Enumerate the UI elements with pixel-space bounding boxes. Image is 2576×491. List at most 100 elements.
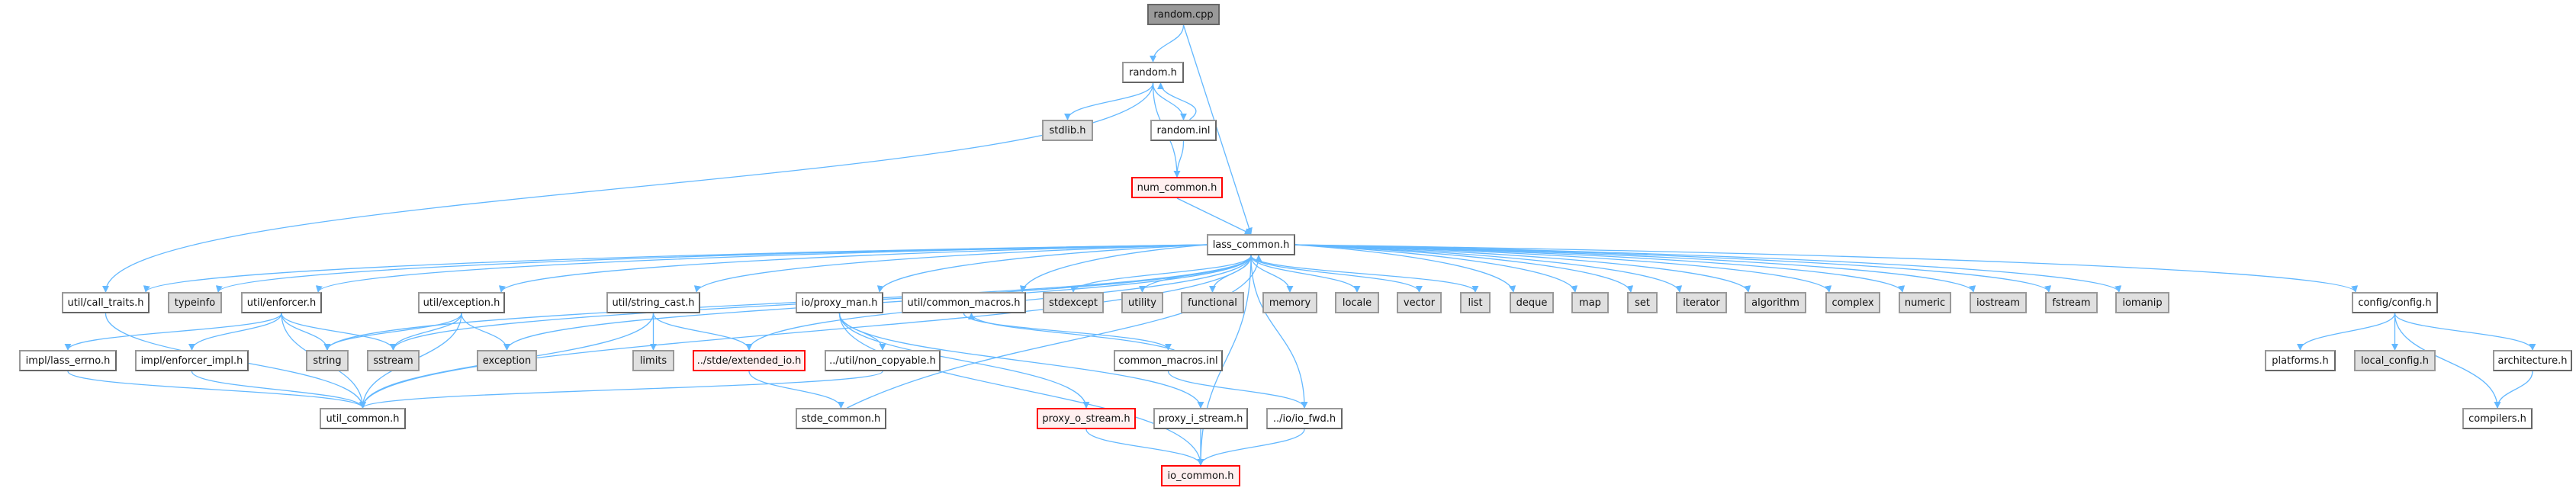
node-label: proxy_o_stream.h [1042, 412, 1130, 425]
edge-proxy_man-to-proxy_o_stream [838, 313, 1090, 409]
node-string-cast[interactable]: util/string_cast.h [606, 292, 700, 313]
node-label: list [1468, 297, 1483, 309]
node-local-config[interactable]: local_config.h [2354, 350, 2436, 371]
edge-random_cpp-to-random_h [1149, 24, 1185, 63]
edge-lass_common-to-deque [1294, 244, 1516, 293]
edge-lass_common-to-numeric [1294, 244, 1905, 293]
node-extended-io[interactable]: ../stde/extended_io.h [693, 350, 806, 371]
node-compilers[interactable]: compilers.h [2462, 408, 2533, 429]
node-vector[interactable]: vector [1397, 292, 1442, 313]
edge-enforcer-to-sstream [281, 313, 397, 351]
node-fstream[interactable]: fstream [2045, 292, 2098, 313]
node-platforms[interactable]: platforms.h [2265, 350, 2336, 371]
node-iostream[interactable]: iostream [1970, 292, 2027, 313]
node-enforcer[interactable]: util/enforcer.h [241, 292, 322, 313]
edge-lass_common-to-set [1294, 244, 1634, 293]
edge-stde_common-to-lass_common [847, 255, 1262, 409]
edge-exception_h-to-string [323, 313, 462, 351]
node-random-h[interactable]: random.h [1122, 62, 1184, 83]
edge-extended_io-to-stde_common [748, 371, 845, 409]
edge-lass_common-to-memory [1250, 255, 1294, 293]
edge-lass_common-to-typeinfo [216, 244, 1208, 293]
node-stdlib-h[interactable]: stdlib.h [1042, 120, 1093, 141]
node-random-cpp[interactable]: random.cpp [1147, 4, 1220, 25]
edge-lass_common-to-io_fwd [1250, 255, 1308, 409]
edge-lass_common-to-string_cast [693, 244, 1208, 293]
node-architecture[interactable]: architecture.h [2493, 350, 2572, 371]
node-complex[interactable]: complex [1825, 292, 1880, 313]
node-exception-h[interactable]: util/exception.h [418, 292, 505, 313]
node-lass-common[interactable]: lass_common.h [1207, 234, 1295, 255]
node-io-fwd[interactable]: ../io/io_fwd.h [1266, 408, 1343, 429]
node-label: util/enforcer.h [246, 297, 317, 309]
edge-lass_common-to-config [1294, 244, 2358, 293]
edge-lass_common-to-list [1250, 255, 1479, 293]
node-label: io_common.h [1167, 470, 1234, 482]
edge-random_inl-to-random_h [1156, 82, 1197, 120]
node-functional[interactable]: functional [1181, 292, 1244, 313]
node-enforcer-impl[interactable]: impl/enforcer_impl.h [135, 350, 249, 371]
edge-lass_common-to-iomanip [1294, 244, 2121, 293]
node-proxy-i-stream[interactable]: proxy_i_stream.h [1153, 408, 1248, 429]
node-label: num_common.h [1137, 181, 1217, 194]
edge-common_macros-to-common_macros_inl [963, 313, 1172, 351]
node-label: map [1579, 297, 1601, 309]
node-non-copyable[interactable]: ../util/non_copyable.h [825, 350, 941, 371]
node-iterator[interactable]: iterator [1676, 292, 1727, 313]
edge-proxy_o_stream-to-io_common [1085, 428, 1204, 466]
node-deque[interactable]: deque [1510, 292, 1554, 313]
edge-string_cast-to-extended_io [652, 313, 753, 351]
edge-config-to-compilers [2394, 313, 2501, 409]
node-memory[interactable]: memory [1262, 292, 1317, 313]
node-label: ../stde/extended_io.h [696, 355, 802, 367]
node-typeinfo[interactable]: typeinfo [168, 292, 222, 313]
node-lass-errno[interactable]: impl/lass_errno.h [19, 350, 117, 371]
node-label: util/common_macros.h [907, 297, 1021, 309]
edge-lass_common-to-vector [1250, 255, 1423, 293]
node-label: utility [1128, 297, 1156, 309]
node-algorithm[interactable]: algorithm [1745, 292, 1806, 313]
node-exception[interactable]: exception [477, 350, 537, 371]
node-map[interactable]: map [1571, 292, 1609, 313]
node-limits[interactable]: limits [632, 350, 674, 371]
node-random-inl[interactable]: random.inl [1150, 120, 1217, 141]
edge-enforcer-to-lass_errno [64, 313, 282, 351]
node-list[interactable]: list [1460, 292, 1491, 313]
node-set[interactable]: set [1627, 292, 1658, 313]
node-common-macros-inl[interactable]: common_macros.inl [1114, 350, 1223, 371]
edge-lass_common-to-map [1294, 244, 1578, 293]
node-call-traits[interactable]: util/call_traits.h [62, 292, 150, 313]
node-config[interactable]: config/config.h [2352, 292, 2438, 313]
node-locale[interactable]: locale [1335, 292, 1379, 313]
node-stdexcept[interactable]: stdexcept [1043, 292, 1104, 313]
node-label: limits [639, 355, 667, 367]
node-label: architecture.h [2497, 355, 2568, 367]
node-label: impl/enforcer_impl.h [140, 355, 243, 367]
node-io-common[interactable]: io_common.h [1161, 465, 1240, 486]
node-common-macros[interactable]: util/common_macros.h [902, 292, 1026, 313]
edge-lass_common-to-iterator [1294, 244, 1683, 293]
node-label: memory [1269, 297, 1311, 309]
node-proxy-o-stream[interactable]: proxy_o_stream.h [1037, 408, 1136, 429]
node-util-common[interactable]: util_common.h [320, 408, 406, 429]
edge-proxy_man-to-io_common [838, 313, 1204, 466]
node-num-common[interactable]: num_common.h [1131, 177, 1223, 198]
node-sstream[interactable]: sstream [367, 350, 420, 371]
node-label: numeric [1904, 297, 1946, 309]
node-label: ../util/non_copyable.h [829, 355, 936, 367]
edge-random_h-to-random_inl [1152, 82, 1188, 120]
node-label: algorithm [1751, 297, 1799, 309]
node-label: iomanip [2122, 297, 2163, 309]
node-stde-common[interactable]: stde_common.h [796, 408, 886, 429]
edge-common_macros_inl-to-common_macros [968, 313, 1175, 351]
edge-exception_h-to-exception [461, 313, 511, 351]
edge-exception_h-to-sstream [389, 313, 462, 351]
node-utility[interactable]: utility [1121, 292, 1163, 313]
node-label: functional [1188, 297, 1237, 309]
node-iomanip[interactable]: iomanip [2115, 292, 2169, 313]
node-proxy-man[interactable]: io/proxy_man.h [796, 292, 883, 313]
node-string[interactable]: string [306, 350, 349, 371]
node-numeric[interactable]: numeric [1899, 292, 1951, 313]
node-label: random.cpp [1153, 8, 1214, 21]
node-label: util_common.h [326, 412, 400, 425]
